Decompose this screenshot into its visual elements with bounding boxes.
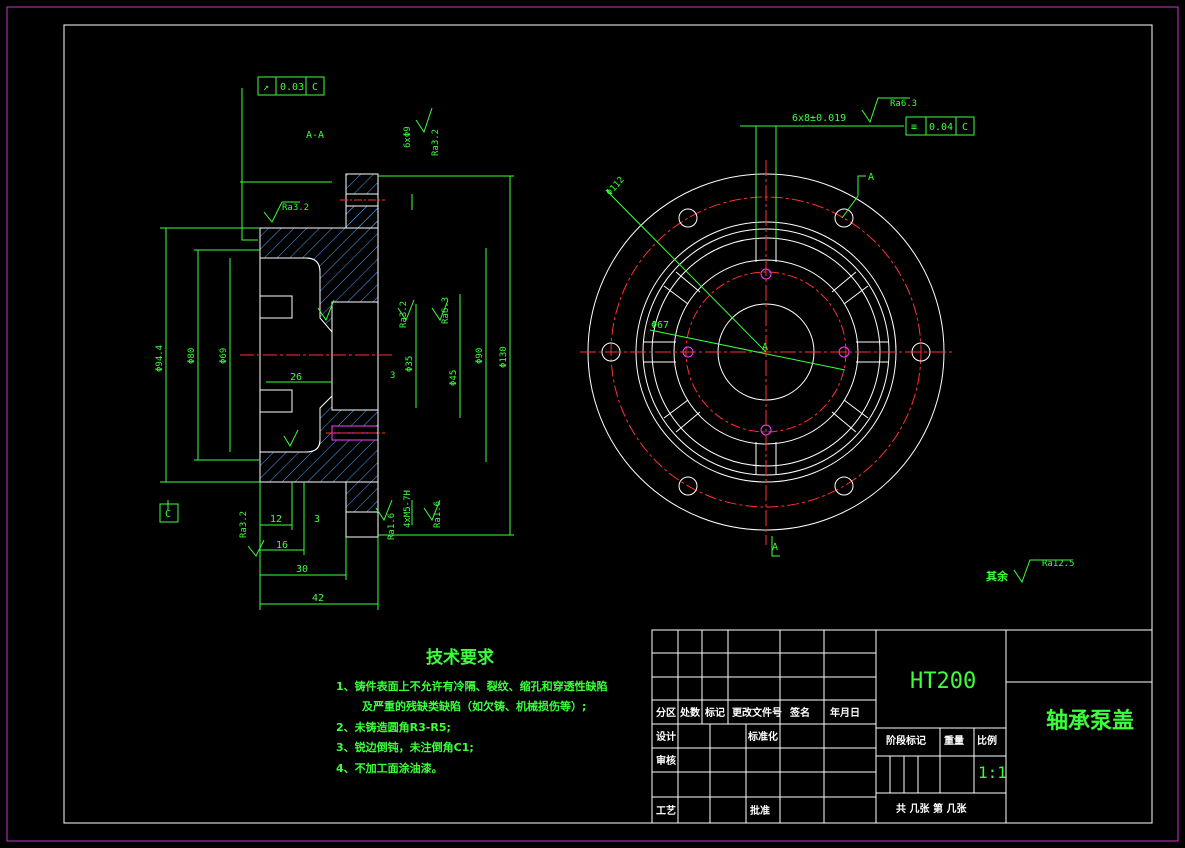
dim-12: 12 [270,514,282,525]
rest-roughness-value: Ra12.5 [1042,559,1075,569]
symmetry-value: 0.04 [929,122,953,133]
dim-16: 16 [276,540,288,551]
tb-process: 工艺 [656,804,676,817]
tb-header-2: 标记 [704,706,725,719]
symmetry-tolerance-frame: ≡ 0.04 C [905,116,975,136]
outer-frame [6,6,1179,842]
tb-approve: 批准 [750,804,770,817]
tb-design: 设计 [656,730,676,743]
title-block [651,629,1153,824]
tech-item-4: 4、不加工面涂油漆。 [336,761,443,775]
runout-tolerance-frame: ↗ 0.03 C [257,76,325,96]
dim-d69: Φ69 [219,348,229,364]
dim-30: 30 [296,564,308,575]
tb-scale-label: 比例 [977,734,997,747]
dim-d130: Φ130 [499,346,509,368]
tb-stage-mark: 阶段标记 [886,734,926,747]
tech-item-1: 1、铸件表面上不允许有冷隔、裂纹、缩孔和穿透性缺陷 [336,679,608,693]
tb-weight: 重量 [944,734,964,747]
ribs [643,230,888,474]
front-dimension-lines [605,97,1070,584]
runout-datum: C [312,82,318,93]
tb-review: 审核 [656,754,676,767]
roughness-r1: Ra3.2 [282,203,309,213]
tb-header-3: 更改文件号 [732,706,782,719]
dim-d45: Φ45 [449,370,459,386]
runout-value: 0.03 [280,82,304,93]
section-label: A-A [306,130,324,141]
view-marker-center: A [762,342,768,353]
tb-material: HT200 [910,669,976,694]
dim-3a: 3 [390,371,395,381]
inner-frame [63,24,1153,824]
symmetry-datum: C [962,122,968,133]
dim-d67: Φ67 [651,320,669,331]
slot-lower [260,389,293,413]
symmetry-symbol: ≡ [911,122,917,133]
svg-text:C: C [165,509,171,520]
dim-3b: 3 [314,514,320,525]
dim-holes: 6xΦ9 [403,126,413,148]
tech-requirements: 技术要求 1、铸件表面上不允许有冷隔、裂纹、缩孔和穿透性缺陷 及严重的残缺类缺陷… [336,647,608,775]
tb-header-4: 签名 [789,706,810,719]
tech-item-3: 3、锐边倒钝，未注倒角C1; [336,740,474,754]
roughness-r6: Ra1.6 [433,501,443,528]
dim-keyway: 6x8±0.019 [792,113,846,124]
view-marker-bottom: A [772,542,778,553]
dim-26: 26 [290,372,302,383]
roughness-front: Ra6.3 [890,99,917,109]
runout-symbol: ↗ [263,82,269,93]
view-marker-top: A [868,172,874,183]
dim-threads: 4xM5-7H [403,490,413,528]
roughness-r7: Ra3.2 [239,511,249,538]
bore-step [331,301,378,411]
tech-title: 技术要求 [426,647,494,668]
front-view [580,160,952,545]
tb-part-name: 轴承泵盖 [1046,708,1134,734]
tb-standardization: 标准化 [747,730,778,743]
rest-roughness-label: 其余 [986,569,1009,583]
tb-sheets: 共 几张 第 几张 [896,802,967,815]
dim-d35: Φ35 [405,356,415,372]
dim-d80: Φ80 [187,348,197,364]
dim-d94: Φ94.4 [155,345,165,372]
tb-scale: 1:1 [978,763,1007,782]
roughness-r3: Ra3.2 [399,301,409,328]
roughness-r5: Ra1.6 [387,513,397,540]
roughness-r4: Ra6.3 [441,297,451,324]
tb-header-0: 分区 [656,706,676,719]
tech-item-2: 2、未铸造圆角R3-R5; [336,720,451,734]
section-dimension-lines [160,88,514,610]
tech-item-1b: 及严重的残缺类缺陷（如欠铸、机械损伤等）; [362,699,586,713]
dim-d90: Φ90 [475,348,485,364]
dim-42: 42 [312,593,324,604]
roughness-symbols-section [247,107,449,557]
slot-upper [260,295,293,319]
section-hatch-body-lower [259,394,379,513]
datum-c: C [159,503,179,523]
section-view [240,173,395,538]
roughness-r2: Ra3.2 [431,129,441,156]
tb-header-1: 处数 [679,706,701,719]
dim-d112: Φ112 [605,175,627,198]
tb-header-5: 年月日 [830,706,860,719]
